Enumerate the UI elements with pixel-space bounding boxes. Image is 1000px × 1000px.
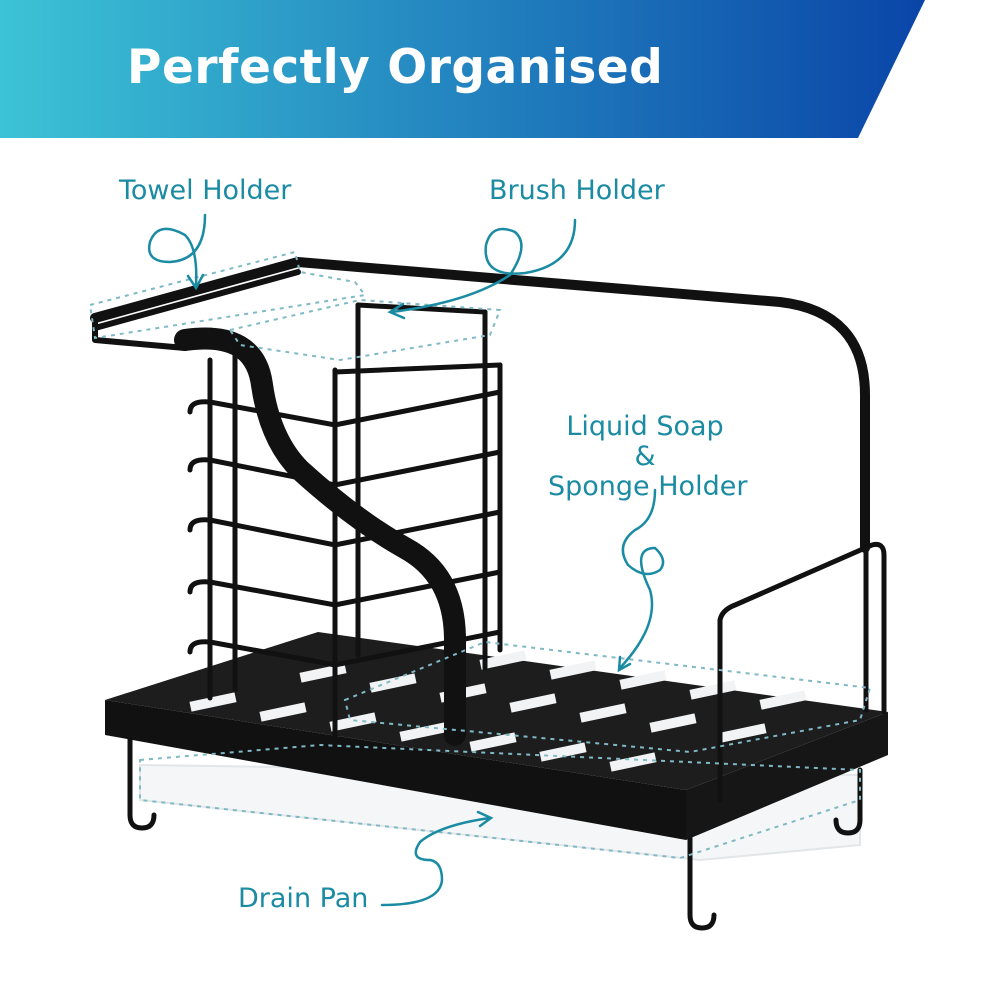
sponge-holder-frame — [717, 542, 887, 803]
brush-holder-label: Brush Holder — [489, 175, 665, 206]
banner-title: Perfectly Organised — [127, 40, 664, 95]
towel-holder-outline — [88, 250, 367, 340]
brush-holder-outline — [228, 298, 502, 362]
header-banner — [0, 0, 925, 138]
banner-shape — [0, 0, 925, 138]
drain-pan-arrow — [380, 816, 492, 907]
callout-outlines — [88, 250, 872, 860]
sponge-holder-label: Sponge Holder — [548, 471, 748, 502]
drain-pan-outline — [139, 743, 861, 860]
liquid-soap-line1: Liquid Soap — [566, 411, 724, 442]
towel-holder-arrowhead — [186, 273, 205, 291]
rack-frame — [90, 257, 870, 746]
liquid-soap-line2: & — [634, 441, 656, 472]
brush-holder-cage — [187, 302, 503, 743]
brush-holder-arrow — [390, 218, 577, 314]
towel-holder-arrow — [147, 213, 207, 287]
liquid-soap-label: Liquid Soap & — [560, 412, 730, 472]
towel-holder-label: Towel Holder — [119, 175, 292, 206]
drain-pan-label: Drain Pan — [238, 883, 369, 914]
rack-legs — [127, 732, 863, 931]
drain-pan-arrowhead — [476, 810, 494, 828]
sponge-holder-arrowhead — [617, 655, 632, 673]
callout-arrows — [147, 213, 665, 907]
sponge-holder-arrow — [618, 488, 665, 670]
brush-holder-arrowhead — [387, 302, 406, 320]
